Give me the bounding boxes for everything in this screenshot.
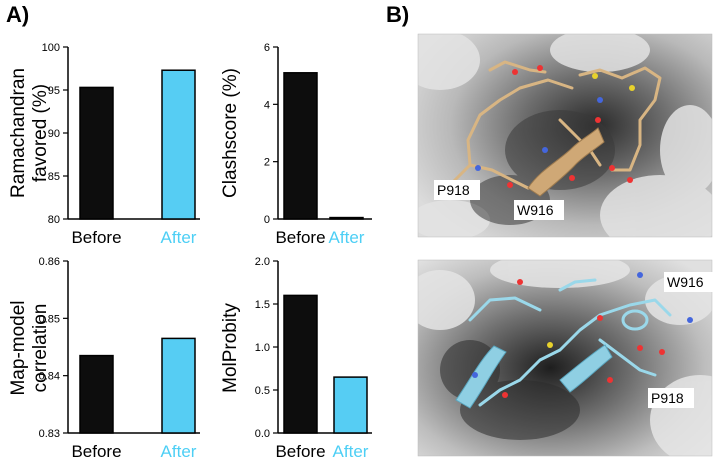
y-tick-label: 0 [264,214,270,226]
y-tick-label: 1.0 [255,342,270,354]
category-label-before: Before [275,442,325,461]
svg-text:P918: P918 [437,182,470,198]
y-tick-label: 0.83 [39,428,60,440]
bar-after [329,216,364,220]
bar-before [283,294,318,434]
category-label-before: Before [71,442,121,461]
y-tick-label: 0.85 [39,313,60,325]
chart-clashscore-bars [283,72,364,220]
surface-blobs [418,34,712,237]
y-tick-label: 0.0 [255,428,270,440]
chart-ramachandran-bars [79,69,196,220]
cyan-backbone [468,278,672,407]
svg-text:W916: W916 [517,202,554,218]
ylabel-line-2: favored (%) [30,84,51,182]
label-p918-bottom: P918 [648,388,694,408]
chart-molprobity-bars [283,294,368,434]
cyan-ring [621,309,649,331]
bar-after [161,69,196,220]
category-label-after: After [161,442,197,461]
y-tick-label: 1.5 [255,299,270,311]
y-tick-label: 85 [48,171,60,183]
panel-a-label: A) [6,2,29,27]
cyan-helix-2 [559,344,613,393]
cyan-helix-1 [455,345,507,409]
chart-ramachandran: Ramachandran favored (%) 80 85 90 95 100 Bef… [8,42,200,247]
structure-top [418,34,712,237]
ylabel-line-1: Ramachandran [8,68,29,198]
svg-text:W916: W916 [667,274,704,290]
bar-before [79,86,114,220]
chart-map-model-correlation: Map-model correlation 0.83 0.84 0.85 0.86 B… [8,256,200,461]
category-label-after: After [333,442,369,461]
category-label-after: After [329,228,365,247]
chart-map-model-categories: Before After [71,442,196,461]
structure-bottom-frame [417,259,713,457]
chart-ramachandran-axes: 80 85 90 95 100 [42,42,200,226]
y-tick-label: 90 [48,128,60,140]
label-w916-bottom: W916 [664,272,714,292]
chart-ramachandran-categories: Before After [71,228,196,247]
bar-after [333,376,368,434]
chart-clashscore-axes: 0 2 4 6 [264,42,372,226]
chart-molprobity-categories: Before After [275,442,368,461]
tan-backbone [450,60,662,190]
category-label-before: Before [275,228,325,247]
y-tick-label: 95 [48,85,60,97]
chart-map-model-axes: 0.83 0.84 0.85 0.86 [39,256,200,440]
y-tick-label: 80 [48,214,60,226]
y-tick-label: 2.0 [255,256,270,268]
chart-ramachandran-ylabel: Ramachandran favored (%) [8,68,51,198]
ylabel-line-1: MolProbity [220,303,241,393]
chart-molprobity: MolProbity 0.0 0.5 1.0 1.5 2.0 Before After [220,256,372,461]
y-tick-label: 4 [264,99,270,111]
chart-molprobity-ylabel: MolProbity [220,303,241,393]
chart-map-model-ylabel: Map-model correlation [8,300,51,395]
ylabel-line-1: Clashscore (%) [220,68,241,198]
cyan-atoms [472,272,693,398]
category-label-after: After [161,228,197,247]
chart-map-model-bars [79,337,196,434]
chart-clashscore-ylabel: Clashscore (%) [220,68,241,198]
structure-bottom [418,260,712,456]
bar-before [79,354,114,434]
y-tick-label: 2 [264,157,270,169]
svg-text:P918: P918 [651,390,684,406]
y-tick-label: 0.86 [39,256,60,268]
category-label-before: Before [71,228,121,247]
label-p918-top: P918 [434,180,480,200]
y-tick-label: 100 [42,42,60,54]
y-tick-label: 6 [264,42,270,54]
tan-helix [527,127,605,197]
ylabel-line-1: Map-model [8,300,29,395]
bar-after [161,337,196,434]
ylabel-line-2: correlation [30,304,51,393]
tan-atoms [475,65,635,188]
y-tick-label: 0.5 [255,385,270,397]
panel-b-label: B) [386,2,409,27]
label-w916-top: W916 [514,200,564,220]
structure-top-frame [417,33,713,238]
bar-before [283,72,318,220]
y-tick-label: 0.84 [39,371,60,383]
